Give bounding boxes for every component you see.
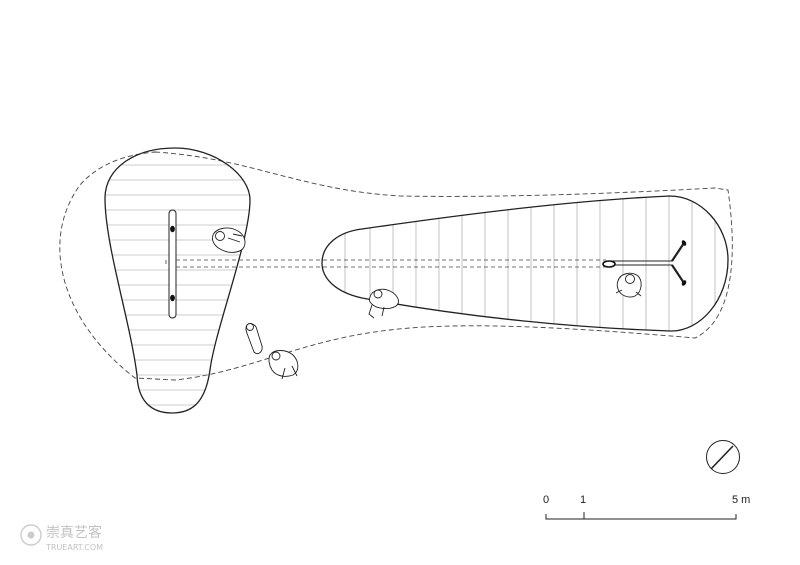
scale-label-one: 1 <box>580 494 586 506</box>
right-post-bottom <box>681 280 687 286</box>
eye-logo-icon <box>20 524 42 546</box>
left-slot <box>168 209 177 319</box>
scale-label-five: 5 m <box>732 494 750 506</box>
person-figure-crouching <box>268 350 299 380</box>
right-post-ring <box>602 260 616 268</box>
north-arrow-icon <box>706 440 740 474</box>
watermark-en: TRUEART.COM <box>45 543 103 552</box>
watermark: 崇真艺客 TRUEART.COM <box>20 524 103 552</box>
dashed-envelope <box>59 151 733 381</box>
person-figure-middle <box>368 288 399 319</box>
left-post-bottom <box>170 294 175 302</box>
scale-label-zero: 0 <box>543 494 549 506</box>
left-platform <box>104 147 251 414</box>
right-post-top <box>681 240 687 246</box>
dashed-bridge <box>165 259 606 268</box>
person-figure-walking <box>245 323 263 355</box>
person-figure-right <box>615 272 642 298</box>
scale-bar: 0 1 5 m <box>543 494 750 520</box>
watermark-cn: 崇真艺客 <box>46 524 102 541</box>
left-post-top <box>170 225 175 233</box>
person-figure-left <box>212 227 246 253</box>
right-platform <box>321 195 729 332</box>
y-structure <box>606 242 685 284</box>
